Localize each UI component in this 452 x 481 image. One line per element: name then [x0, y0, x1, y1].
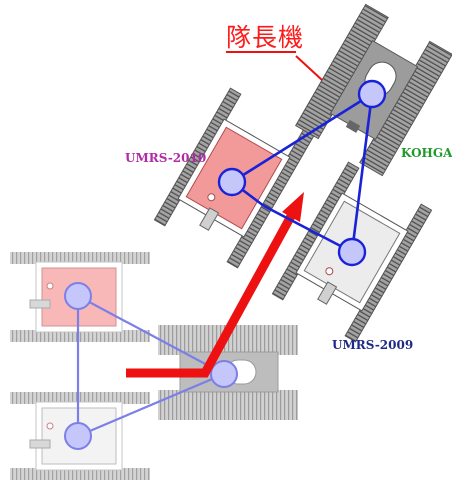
- movement-arrow: [126, 192, 304, 378]
- kohga-leader-robot: [295, 3, 452, 177]
- leader-pointer-line: [295, 55, 323, 81]
- bottom-formation-links: [76, 295, 225, 438]
- umrs-2010-label: UMRS-2010: [125, 151, 207, 165]
- bottom-formation-nodes: [64, 282, 238, 450]
- umrs-2009-label: UMRS-2009: [332, 338, 414, 352]
- kohga-label: KOHGA: [401, 146, 452, 160]
- top-formation-nodes: [217, 79, 387, 267]
- leader-label: 隊長機: [226, 23, 305, 52]
